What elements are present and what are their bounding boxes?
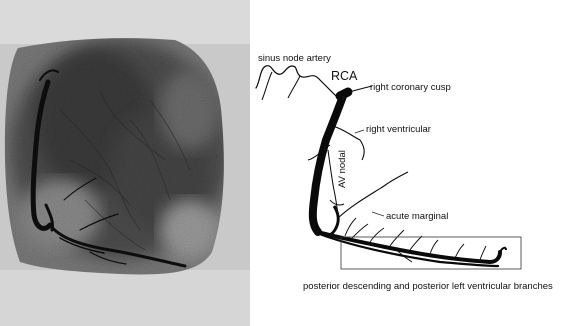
label-right-ventricular: right ventricular <box>366 124 431 135</box>
angiogram-frame-bottom <box>0 270 250 326</box>
rca-schematic: sinus node artery RCA right coronary cus… <box>256 53 553 292</box>
angiogram-photo <box>0 0 250 326</box>
label-posterior-branches: posterior descending and posterior left … <box>303 281 553 292</box>
angiogram-frame-top <box>0 0 250 44</box>
label-acute-marginal: acute marginal <box>386 211 448 222</box>
label-av-nodal: AV nodal <box>337 150 348 188</box>
label-right-coronary-cusp: right coronary cusp <box>370 82 451 93</box>
label-rca: RCA <box>331 69 358 83</box>
label-sinus-node-artery: sinus node artery <box>258 53 331 64</box>
